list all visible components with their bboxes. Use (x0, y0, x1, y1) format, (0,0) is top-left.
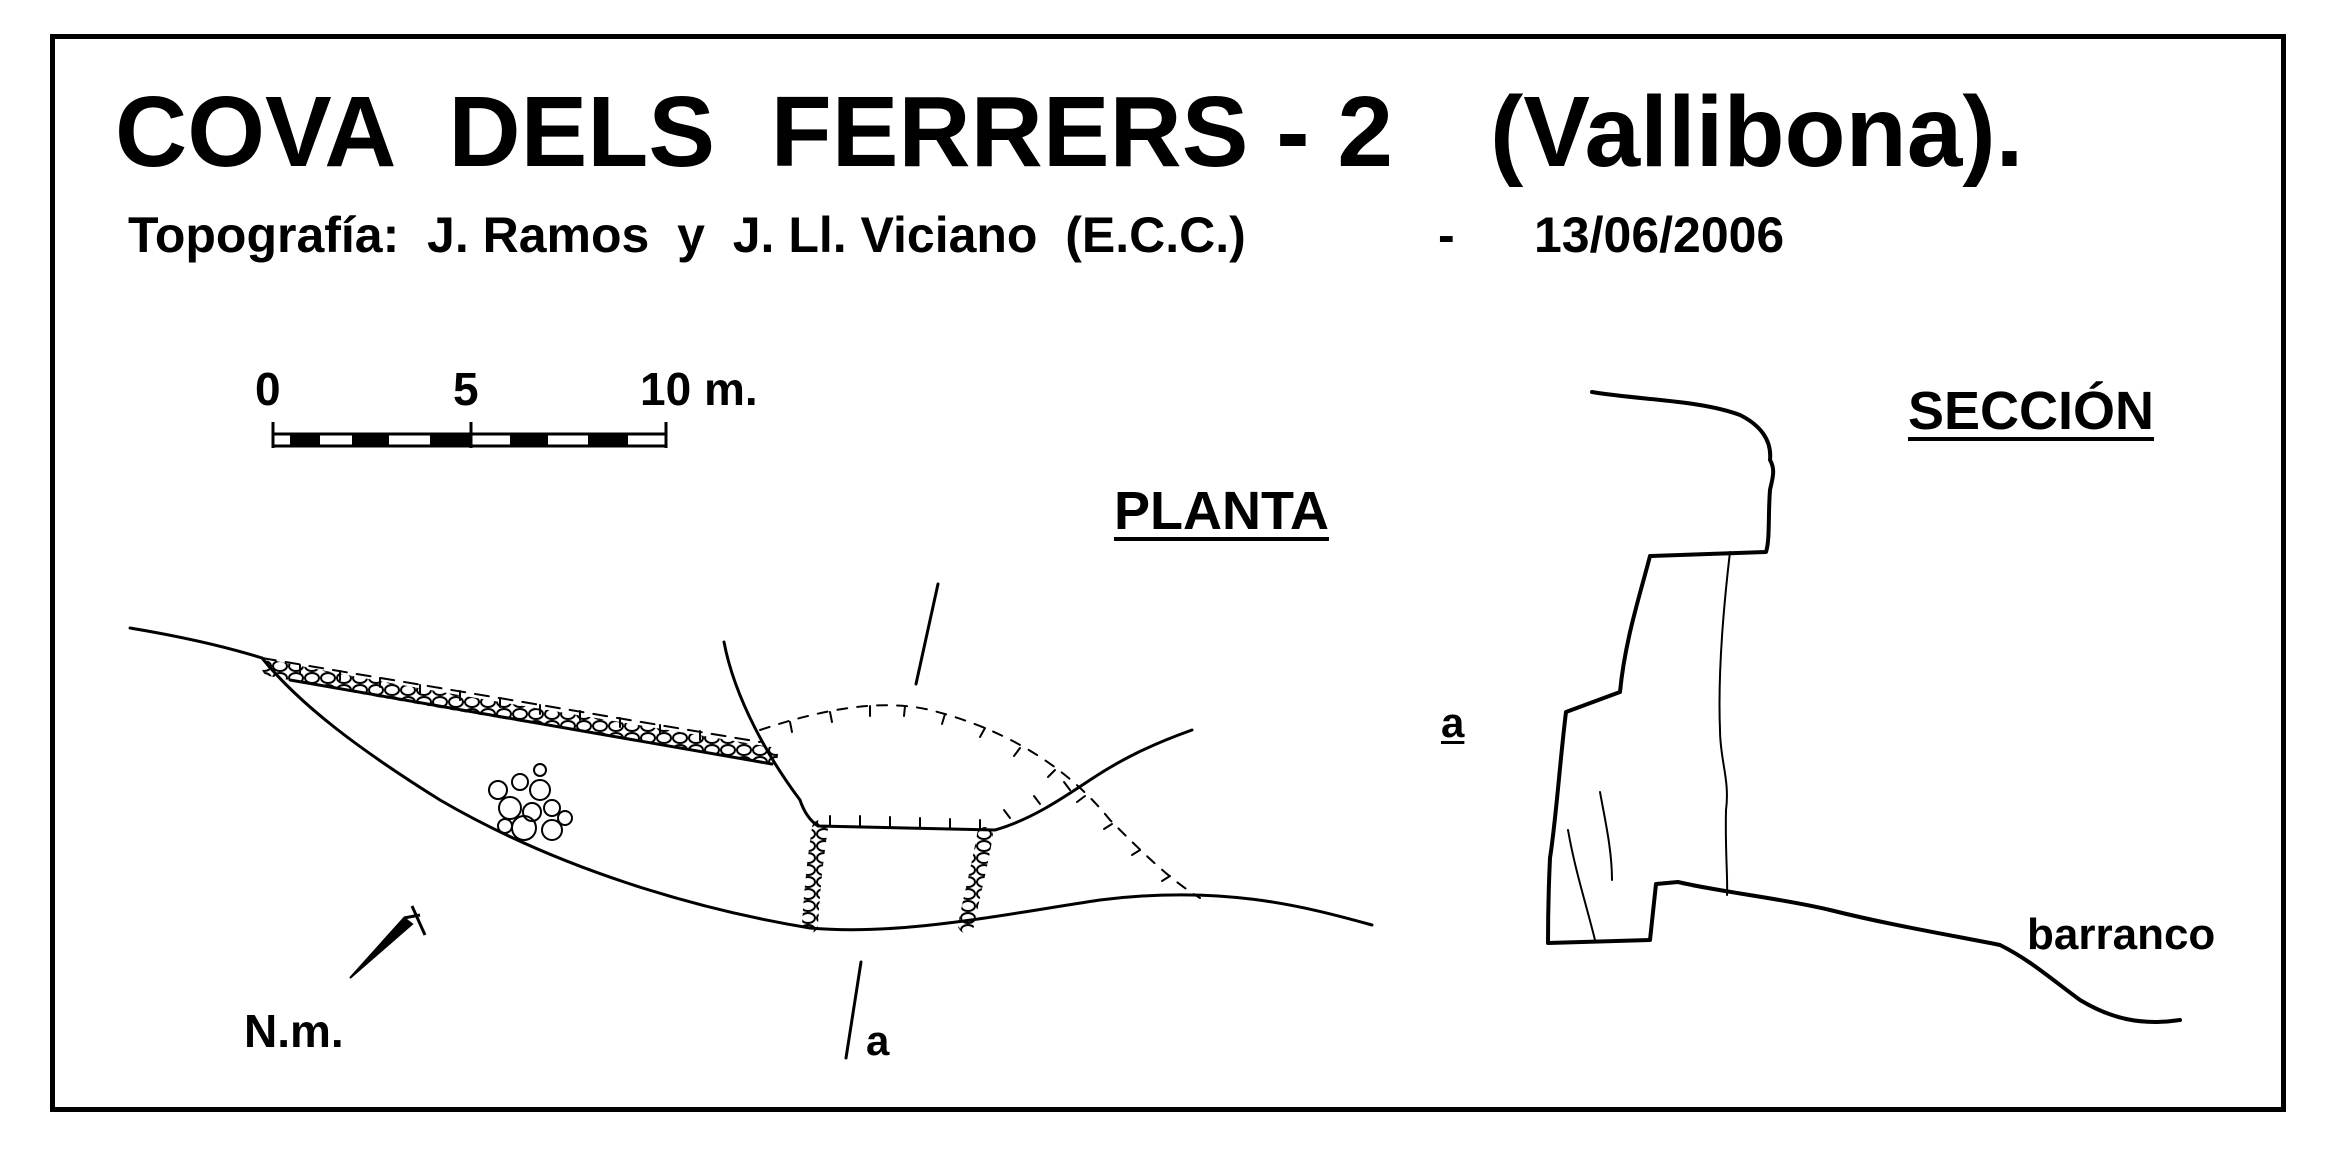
ravine-label: barranco (2027, 910, 2216, 959)
credits-separator: - (1438, 207, 1455, 263)
scale-label-5: 5 (453, 363, 479, 415)
section-line-label: a (866, 1017, 890, 1064)
locality-title: (Vallibona). (1490, 76, 2024, 188)
scale-label-0: 0 (255, 363, 281, 415)
plan-view-drawing (128, 582, 1374, 1060)
section-view-drawing (1546, 390, 2182, 1024)
north-arrow-label: N.m. (244, 1005, 344, 1057)
map-frame (50, 34, 2286, 1112)
scale-label-10: 10 m. (640, 363, 758, 415)
north-arrow-icon (349, 905, 427, 979)
plan-view-heading: PLANTA (1114, 481, 1329, 541)
scale-bar (271, 422, 668, 448)
cave-title: COVA DELS FERRERS - 2 (115, 76, 1393, 188)
survey-credits: Topografía: J. Ramos y J. Ll. Viciano (E… (128, 207, 1246, 263)
section-reference-label: a (1441, 699, 1465, 746)
section-view-heading: SECCIÓN (1908, 381, 2155, 441)
survey-date: 13/06/2006 (1534, 207, 1785, 263)
